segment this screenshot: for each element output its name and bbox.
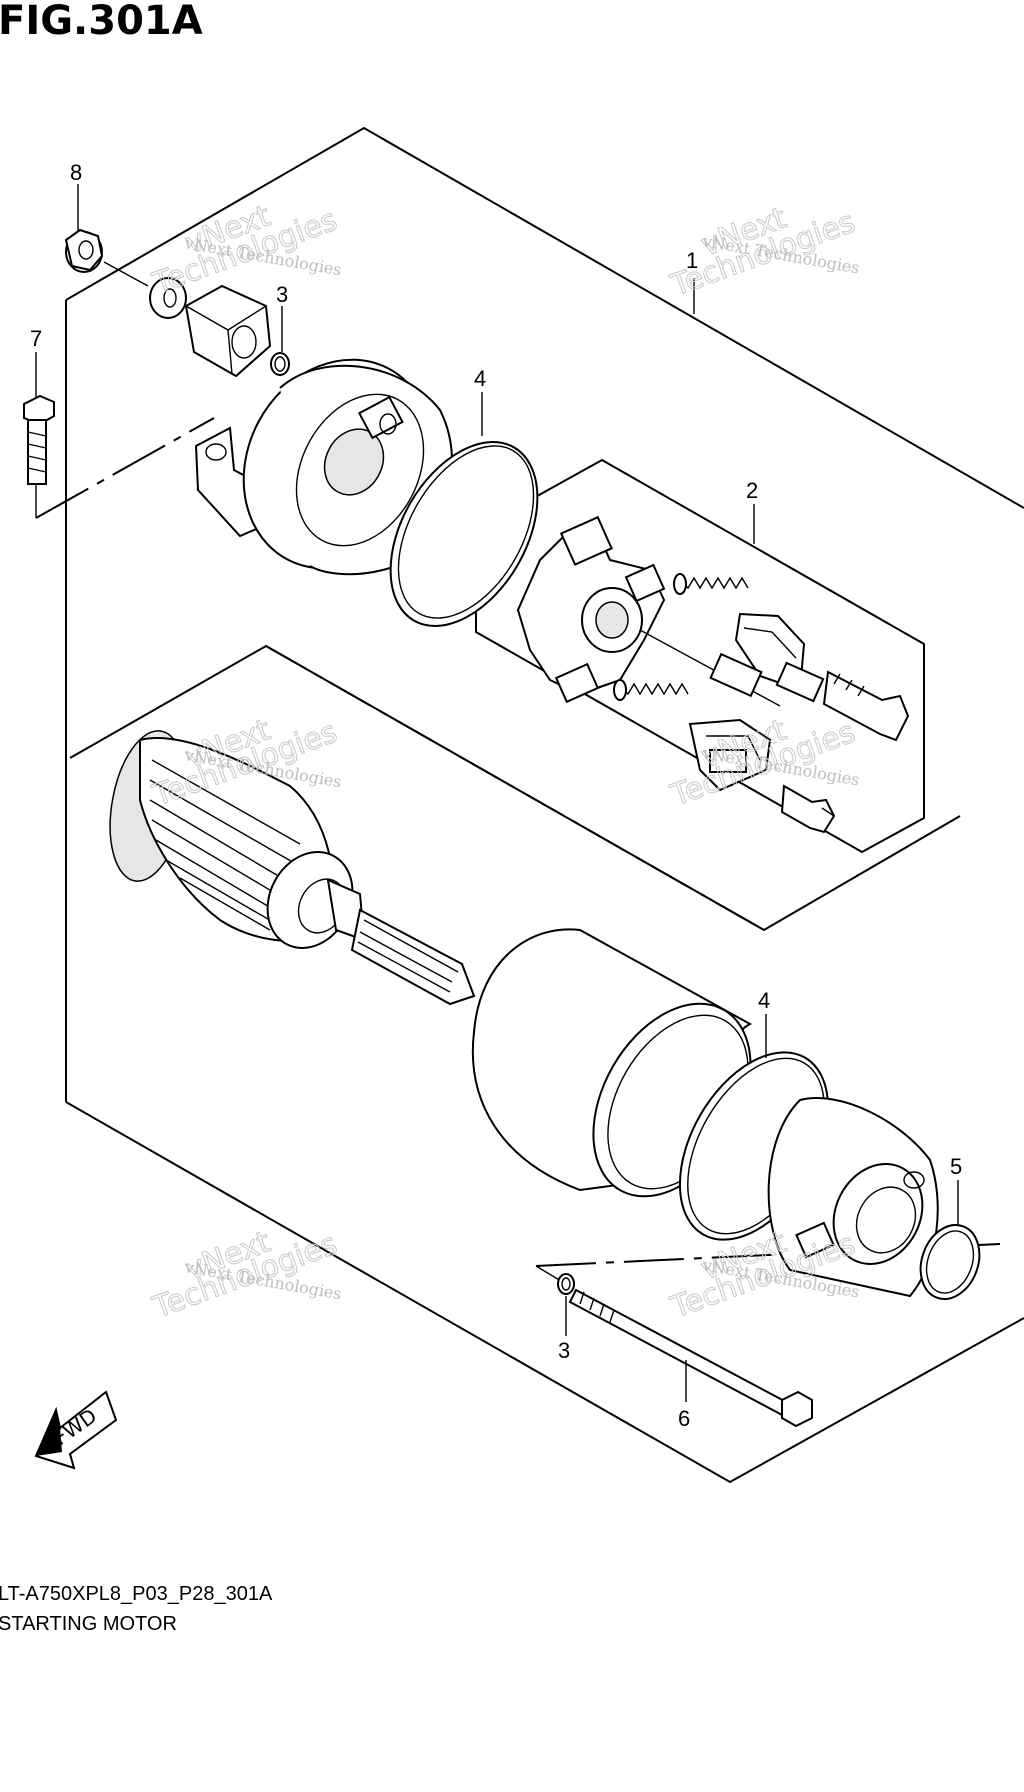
callout-8: 8 (70, 160, 82, 185)
callout-6: 6 (678, 1406, 690, 1431)
nut-to-washer-line (103, 261, 149, 287)
part-4-oring-top (389, 441, 539, 627)
part-terminal-plate (688, 718, 772, 792)
part-brush-plate (709, 612, 825, 703)
assembly-name: STARTING MOTOR (0, 1613, 177, 1635)
callout-7: 7 (30, 326, 42, 351)
arrow-left-down-icon (34, 1390, 118, 1470)
part-brush-spring-b (613, 679, 689, 701)
part-terminal-insulator (184, 284, 272, 378)
watermark-bottom-left: vNext Technologies vNext Technologies (147, 1224, 343, 1326)
part-armature (109, 730, 476, 1006)
figure-title: FIG.301A (0, 0, 203, 44)
part-yoke (471, 928, 753, 1198)
part-6-through-bolt (568, 1288, 813, 1428)
callout-3-top: 3 (276, 282, 288, 307)
part-small-screw (780, 784, 836, 834)
armature-frame (69, 644, 961, 932)
brush-holder-frame (475, 458, 925, 854)
callout-3-bottom: 3 (558, 1338, 570, 1363)
model-code: LT-A750XPL8_P03_P28_301A (0, 1583, 273, 1605)
watermark-top-left: vNext Technologies vNext Technologies (147, 198, 343, 302)
assembly-frame-outline (65, 126, 1024, 509)
callout-4-top: 4 (474, 366, 486, 391)
part-washer-nut (149, 277, 187, 319)
callout-5: 5 (950, 1154, 962, 1179)
callout-1: 1 (686, 248, 698, 273)
part-brush-bolt (822, 670, 910, 742)
part-brush-spring-a (673, 573, 749, 595)
bolt-guide-line (35, 417, 215, 519)
part-8-nut (64, 228, 104, 273)
part-7-bolt (23, 394, 55, 485)
armature-frame-dash (265, 645, 765, 931)
callout-4-bottom: 4 (758, 988, 770, 1013)
part-3-oring-top (270, 352, 290, 376)
assembly-frame-outline-bottom (65, 1101, 1024, 1484)
part-3-oring-bottom (557, 1273, 575, 1295)
fwd-direction-badge: FWD (34, 1390, 118, 1470)
part-2-brush-holder (516, 515, 781, 707)
part-5-oring (919, 1224, 981, 1300)
callout-2: 2 (746, 478, 758, 503)
